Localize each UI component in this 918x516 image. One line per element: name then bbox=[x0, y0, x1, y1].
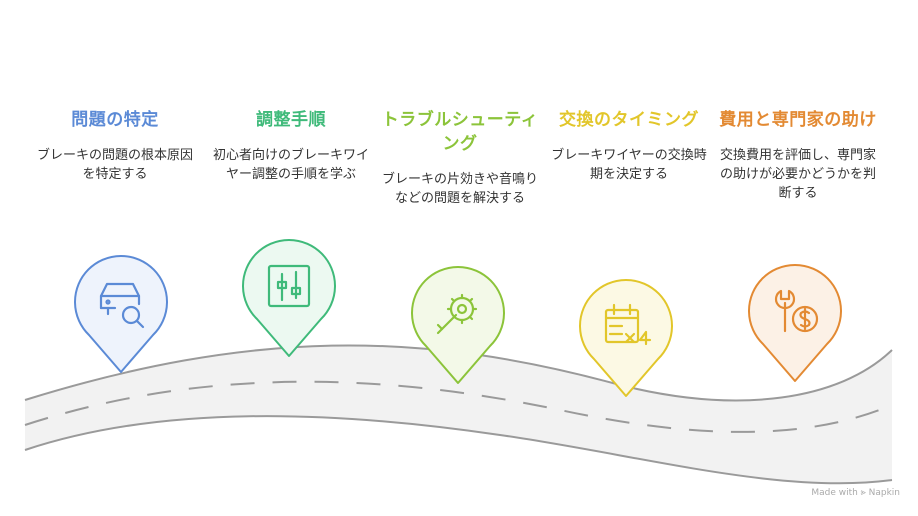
location-pin bbox=[411, 266, 505, 384]
step-replacement-timing: 交換のタイミング ブレーキワイヤーの交換時期を決定する bbox=[550, 108, 708, 184]
pin-marker bbox=[411, 266, 505, 384]
location-pin bbox=[748, 264, 842, 382]
pin-marker bbox=[74, 255, 168, 373]
road-center-line bbox=[24, 380, 893, 433]
watermark: Made with ⪢ Napkin bbox=[811, 488, 900, 498]
step-description: ブレーキワイヤーの交換時期を決定する bbox=[551, 148, 707, 182]
step-title: 調整手順 bbox=[256, 110, 326, 130]
step-description: ブレーキの問題の根本原因を特定する bbox=[36, 148, 193, 182]
step-adjustment-procedure: 調整手順 初心者向けのブレーキワイヤー調整の手順を学ぶ bbox=[212, 108, 370, 184]
wrench-dollar-icon bbox=[774, 289, 819, 333]
road-surface bbox=[25, 345, 892, 484]
road-edge-bottom bbox=[24, 415, 893, 485]
step-description: 初心者向けのブレーキワイヤー調整の手順を学ぶ bbox=[212, 148, 369, 182]
car-search-icon bbox=[99, 282, 145, 329]
step-title: 問題の特定 bbox=[71, 110, 159, 130]
step-description: 交換費用を評価し、専門家の助けが必要かどうかを判断する bbox=[719, 148, 876, 201]
location-pin bbox=[242, 239, 336, 357]
pin-marker bbox=[748, 264, 842, 382]
step-title: 費用と専門家の助け bbox=[719, 110, 877, 130]
location-pin bbox=[579, 279, 673, 397]
road-edge-top bbox=[24, 344, 893, 402]
step-troubleshooting: トラブルシューティング ブレーキの片効きや音鳴りなどの問題を解決する bbox=[380, 108, 540, 208]
step-title: トラブルシューティング bbox=[381, 110, 539, 154]
gear-wrench-icon bbox=[436, 293, 478, 335]
step-cost-and-expert-help: 費用と専門家の助け 交換費用を評価し、専門家の助けが必要かどうかを判断する bbox=[718, 108, 878, 203]
pin-marker bbox=[242, 239, 336, 357]
step-title: 交換のタイミング bbox=[559, 110, 699, 130]
step-identify-problem: 問題の特定 ブレーキの問題の根本原因を特定する bbox=[35, 108, 195, 184]
calendar-icon bbox=[604, 303, 652, 346]
location-pin bbox=[74, 255, 168, 373]
step-description: ブレーキの片効きや音鳴りなどの問題を解決する bbox=[381, 172, 538, 206]
adjustment-tools-icon bbox=[267, 264, 311, 308]
pin-marker bbox=[579, 279, 673, 397]
